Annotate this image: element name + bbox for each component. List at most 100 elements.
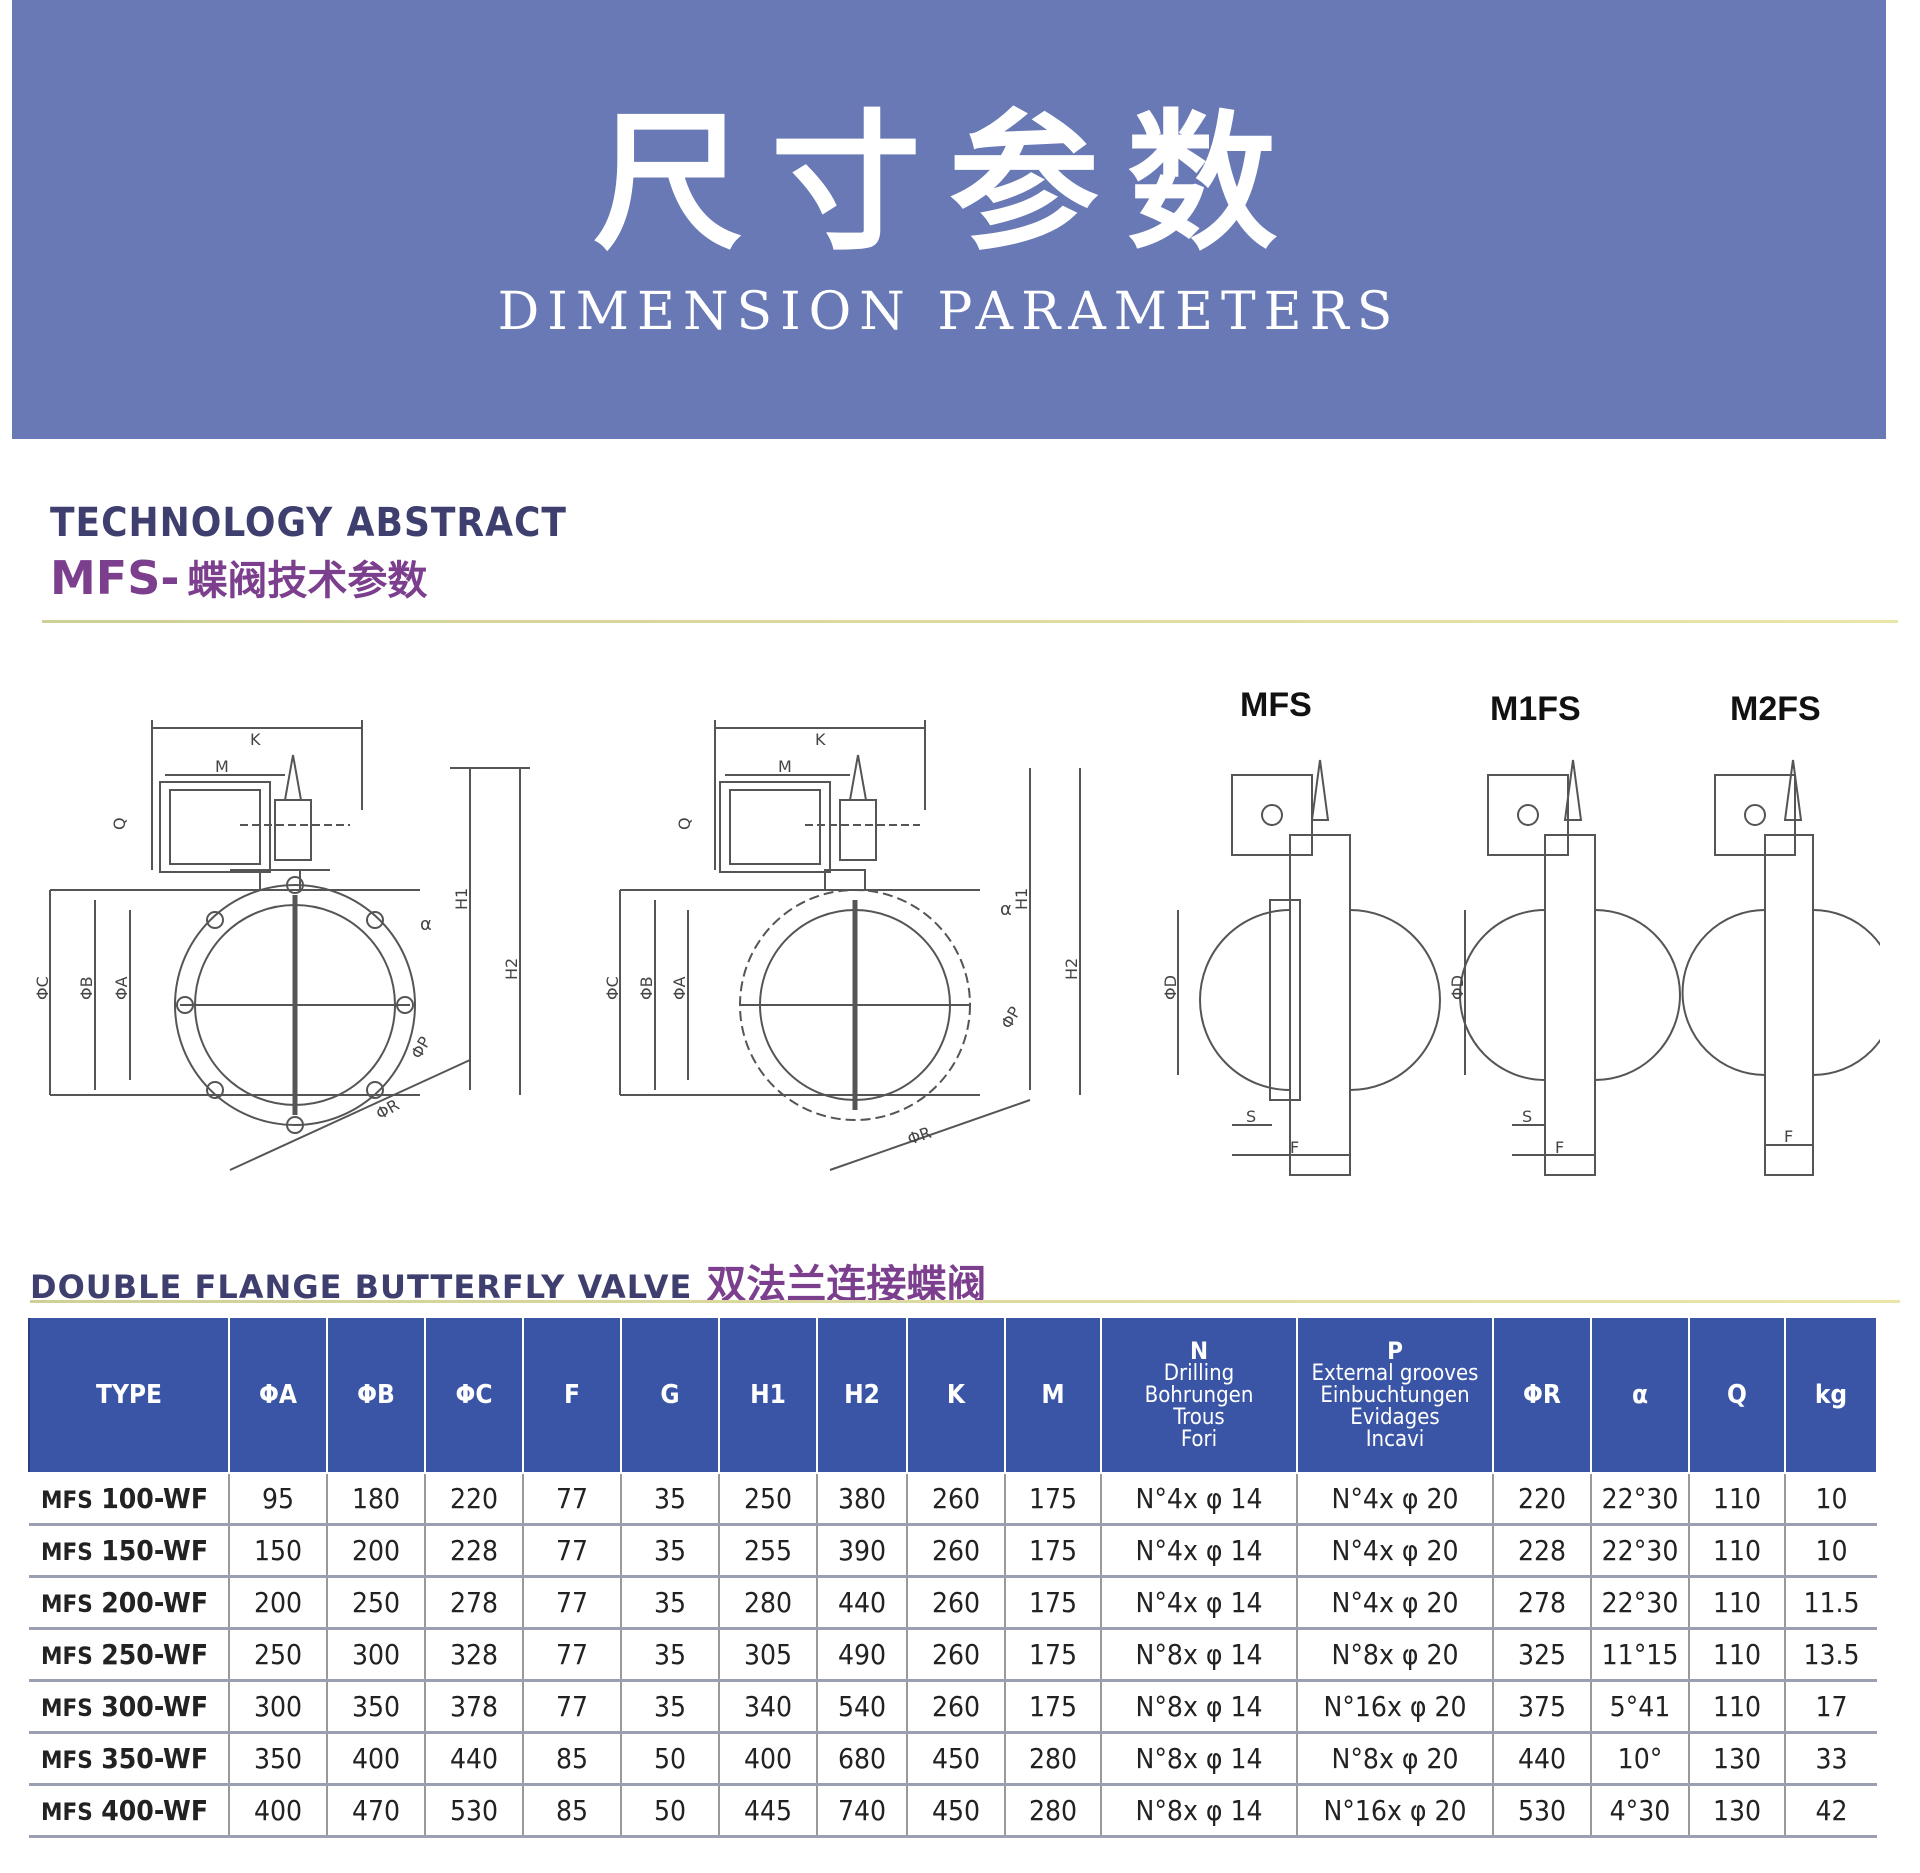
cell-k: 450 [906, 1732, 1005, 1786]
cell-type: MFS 150-WF [29, 1524, 229, 1578]
col-alpha: α [1590, 1316, 1690, 1474]
valve-front-drawing-2: K M Q ΦC ΦB ΦA H1 H2 ΦR ΦP α [600, 700, 1120, 1200]
cell-kg: 17 [1784, 1680, 1877, 1734]
cell-a: 250 [228, 1628, 327, 1682]
dim-alpha-label: α [420, 914, 432, 935]
dim-c-label-2: ΦC [603, 976, 622, 1000]
cell-m: 175 [1004, 1680, 1101, 1734]
cell-a: 300 [228, 1680, 327, 1734]
table-divider [30, 1300, 1900, 1303]
table-header-row: TYPE ΦA ΦB ΦC F G H1 H2 K M N Drilling B… [28, 1316, 1878, 1474]
cell-g: 35 [620, 1628, 719, 1682]
col-b: ΦB [326, 1316, 426, 1474]
dim-k-label: K [250, 730, 261, 749]
cell-g: 35 [620, 1576, 719, 1630]
table-heading-en: DOUBLE FLANGE BUTTERFLY VALVE [30, 1268, 693, 1306]
cell-c: 328 [424, 1628, 523, 1682]
cell-r: 220 [1492, 1473, 1591, 1526]
label-m2fs: M2FS [1730, 690, 1821, 728]
spec-table: TYPE ΦA ΦB ΦC F G H1 H2 K M N Drilling B… [28, 1316, 1878, 1838]
cell-h2: 740 [816, 1784, 907, 1838]
col-n-line-3: Trous [1173, 1405, 1225, 1430]
cell-kg: 42 [1784, 1784, 1877, 1838]
cell-c: 378 [424, 1680, 523, 1734]
cell-q: 130 [1688, 1732, 1785, 1786]
cell-k: 260 [906, 1680, 1005, 1734]
col-p-line-3: Evidages [1350, 1405, 1440, 1430]
type-number: 200-WF [101, 1586, 209, 1619]
type-prefix: MFS [41, 1746, 93, 1774]
cell-q: 110 [1688, 1628, 1785, 1682]
col-k: K [906, 1316, 1006, 1474]
cell-m: 175 [1004, 1473, 1101, 1526]
dim-b-label-2: ΦB [637, 976, 656, 1000]
cell-f: 85 [522, 1784, 621, 1838]
cell-kg: 10 [1784, 1524, 1877, 1578]
cell-h1: 340 [718, 1680, 817, 1734]
cell-n: N°4x φ 14 [1100, 1524, 1297, 1578]
dim-c-label: ΦC [33, 976, 52, 1000]
cell-r: 228 [1492, 1524, 1591, 1578]
cell-alpha: 11°15 [1590, 1628, 1689, 1682]
cell-f: 77 [522, 1680, 621, 1734]
side-views: MFS M1FS M2FS ΦD S F ΦD S F F [1160, 670, 1880, 1190]
cell-h2: 440 [816, 1576, 907, 1630]
cell-p: N°16x φ 20 [1296, 1784, 1493, 1838]
cell-kg: 33 [1784, 1732, 1877, 1786]
dim-h1-label: H1 [452, 888, 471, 910]
cell-type: MFS 200-WF [29, 1576, 229, 1630]
cell-n: N°4x φ 14 [1100, 1473, 1297, 1526]
section-divider [42, 620, 1898, 623]
cell-alpha: 22°30 [1590, 1576, 1689, 1630]
type-number: 300-WF [101, 1690, 209, 1723]
col-p-line-2: Einbuchtungen [1320, 1383, 1470, 1408]
col-m: M [1004, 1316, 1102, 1474]
cell-n: N°8x φ 14 [1100, 1680, 1297, 1734]
cell-n: N°8x φ 14 [1100, 1784, 1297, 1838]
cell-a: 350 [228, 1732, 327, 1786]
cell-h2: 490 [816, 1628, 907, 1682]
type-prefix: MFS [41, 1538, 93, 1566]
dim-f-label-3: F [1784, 1127, 1793, 1146]
cell-g: 35 [620, 1473, 719, 1526]
type-prefix: MFS [41, 1694, 93, 1722]
dim-h2-label-2: H2 [1062, 958, 1081, 980]
dim-s-label-2: S [1522, 1107, 1532, 1126]
dim-d-label: ΦD [1161, 975, 1180, 1000]
abstract-subtitle: MFS-蝶阀技术参数 [50, 548, 567, 606]
cell-g: 50 [620, 1784, 719, 1838]
col-n-title: N [1189, 1337, 1209, 1365]
cell-r: 440 [1492, 1732, 1591, 1786]
col-p: P External grooves Einbuchtungen Evidage… [1296, 1316, 1494, 1474]
dim-f-label: F [1290, 1138, 1299, 1157]
cell-type: MFS 250-WF [29, 1628, 229, 1682]
cell-h1: 400 [718, 1732, 817, 1786]
cell-h1: 445 [718, 1784, 817, 1838]
cell-alpha: 4°30 [1590, 1784, 1689, 1838]
cell-c: 530 [424, 1784, 523, 1838]
col-a: ΦA [228, 1316, 328, 1474]
col-g: G [620, 1316, 720, 1474]
label-mfs: MFS [1240, 686, 1312, 724]
cell-r: 278 [1492, 1576, 1591, 1630]
cell-alpha: 10° [1590, 1732, 1689, 1786]
cell-c: 440 [424, 1732, 523, 1786]
cell-c: 278 [424, 1576, 523, 1630]
cell-h2: 540 [816, 1680, 907, 1734]
cell-m: 280 [1004, 1732, 1101, 1786]
col-n-line-4: Fori [1180, 1427, 1218, 1452]
cell-p: N°4x φ 20 [1296, 1524, 1493, 1578]
dim-p-label-2: ΦP [997, 1003, 1025, 1032]
dim-d-label-2: ΦD [1448, 975, 1467, 1000]
cell-type: MFS 350-WF [29, 1732, 229, 1786]
cell-g: 50 [620, 1732, 719, 1786]
cell-p: N°4x φ 20 [1296, 1473, 1493, 1526]
cell-h1: 255 [718, 1524, 817, 1578]
cell-k: 260 [906, 1628, 1005, 1682]
